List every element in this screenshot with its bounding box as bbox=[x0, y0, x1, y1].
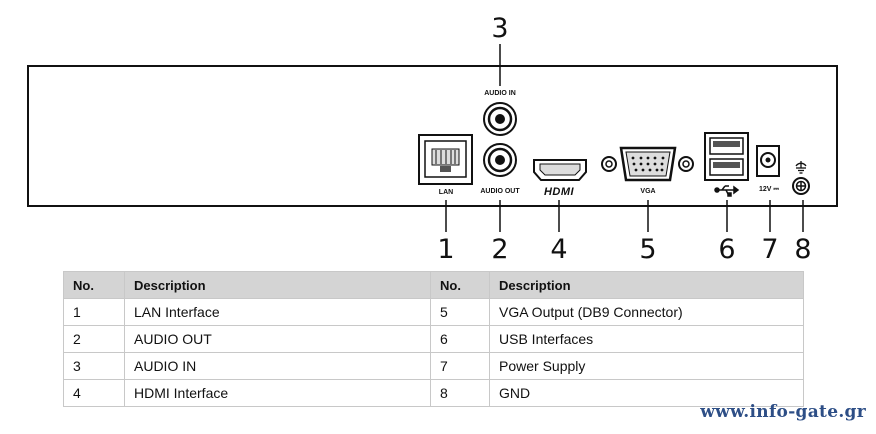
callout-2: 2 bbox=[491, 234, 508, 265]
power-jack bbox=[756, 145, 780, 177]
cell-no: 8 bbox=[430, 379, 490, 407]
cell-no: 2 bbox=[63, 325, 125, 353]
header-description: Description bbox=[489, 271, 804, 299]
callout-6: 6 bbox=[718, 234, 735, 265]
vga-port-label: VGA bbox=[640, 188, 655, 195]
callout-1: 1 bbox=[437, 234, 454, 265]
audio-out-jack bbox=[483, 143, 517, 177]
cell-no: 1 bbox=[63, 298, 125, 326]
leader-lines bbox=[445, 44, 804, 232]
audio-in-label: AUDIO IN bbox=[484, 90, 516, 97]
table-row: 2 AUDIO OUT 6 USB Interfaces bbox=[63, 325, 804, 353]
usb-icon bbox=[714, 185, 740, 197]
callout-3: 3 bbox=[491, 13, 508, 44]
cell-description: USB Interfaces bbox=[489, 325, 804, 353]
cell-description: AUDIO OUT bbox=[124, 325, 431, 353]
hdmi-port bbox=[533, 159, 587, 181]
gnd-terminal bbox=[792, 177, 810, 195]
table-header-row: No. Description No. Description bbox=[63, 271, 804, 299]
table-row: 3 AUDIO IN 7 Power Supply bbox=[63, 352, 804, 380]
cell-no: 7 bbox=[430, 352, 490, 380]
vga-port bbox=[601, 146, 694, 182]
cell-description: LAN Interface bbox=[124, 298, 431, 326]
usb-ports bbox=[704, 132, 749, 181]
table-row: 1 LAN Interface 5 VGA Output (DB9 Connec… bbox=[63, 298, 804, 326]
table-row: 4 HDMI Interface 8 GND bbox=[63, 379, 804, 407]
header-no: No. bbox=[430, 271, 490, 299]
callout-8: 8 bbox=[794, 234, 811, 265]
cell-no: 6 bbox=[430, 325, 490, 353]
cell-description: GND bbox=[489, 379, 804, 407]
cell-description: HDMI Interface bbox=[124, 379, 431, 407]
header-no: No. bbox=[63, 271, 125, 299]
callout-4: 4 bbox=[550, 234, 567, 265]
rear-panel-diagram: LAN AUDIO IN AUDIO OUT HDMI VGA bbox=[27, 13, 838, 265]
cell-description: VGA Output (DB9 Connector) bbox=[489, 298, 804, 326]
cell-description: AUDIO IN bbox=[124, 352, 431, 380]
cell-no: 3 bbox=[63, 352, 125, 380]
lan-port-label: LAN bbox=[439, 189, 453, 196]
header-description: Description bbox=[124, 271, 431, 299]
ports-description-table: No. Description No. Description 1 LAN In… bbox=[63, 271, 804, 407]
watermark-url[interactable]: www.info-gate.gr bbox=[700, 402, 866, 422]
lan-port bbox=[418, 134, 473, 185]
cell-description: Power Supply bbox=[489, 352, 804, 380]
audio-out-label: AUDIO OUT bbox=[480, 188, 520, 195]
cell-no: 5 bbox=[430, 298, 490, 326]
power-jack-label: 12V ⎓ bbox=[759, 186, 779, 193]
callout-5: 5 bbox=[639, 234, 656, 265]
audio-in-jack bbox=[483, 102, 517, 136]
hdmi-logo: HDMI bbox=[544, 186, 575, 198]
ground-icon bbox=[795, 161, 807, 174]
callout-7: 7 bbox=[761, 234, 778, 265]
cell-no: 4 bbox=[63, 379, 125, 407]
